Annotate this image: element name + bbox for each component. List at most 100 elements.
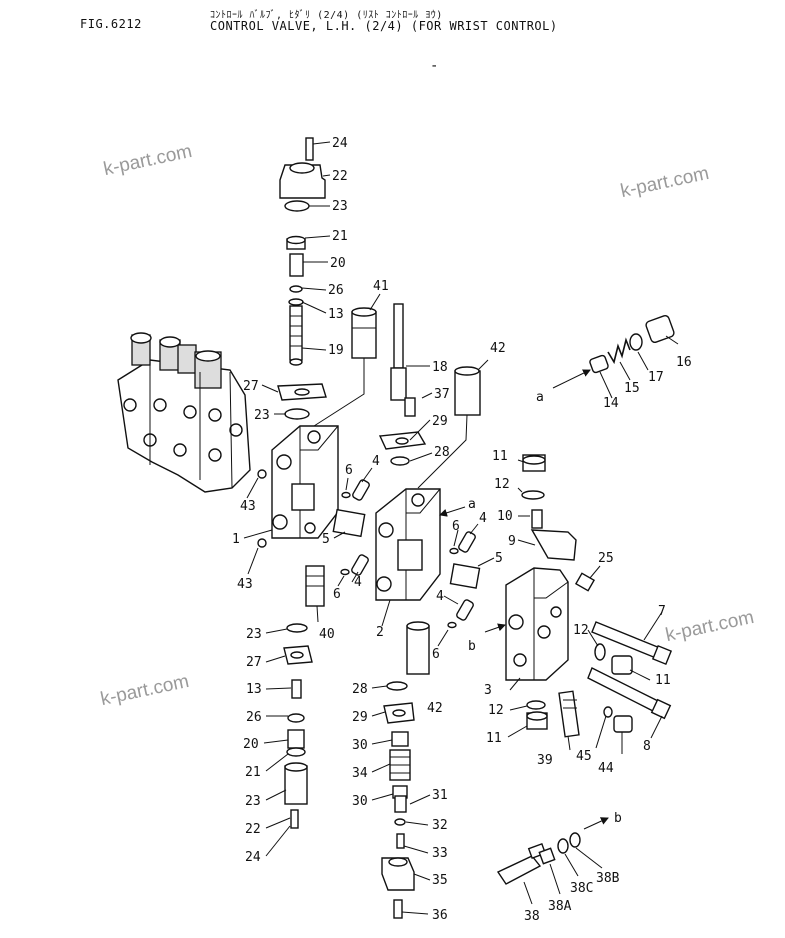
plate-27 bbox=[277, 383, 327, 420]
callout-36: 36 bbox=[432, 908, 448, 923]
callout-23: 23 bbox=[332, 199, 348, 214]
callout-34: 34 bbox=[352, 766, 368, 781]
callout-43: 43 bbox=[240, 499, 256, 514]
ref-a: a bbox=[536, 390, 544, 405]
plug-42-lower bbox=[406, 621, 430, 675]
callout-21: 21 bbox=[332, 229, 348, 244]
lower-left-stack bbox=[283, 623, 313, 829]
callout-4: 4 bbox=[372, 454, 380, 469]
seal-set bbox=[257, 469, 481, 629]
valve-section-1 bbox=[271, 425, 339, 539]
callout-1: 1 bbox=[232, 532, 240, 547]
callout-38C: 38C bbox=[570, 881, 593, 896]
callout-37: 37 bbox=[434, 387, 450, 402]
callout-23: 23 bbox=[245, 794, 261, 809]
callout-45: 45 bbox=[576, 749, 592, 764]
callout-38: 38 bbox=[524, 909, 540, 924]
callout-30: 30 bbox=[352, 738, 368, 753]
callout-14: 14 bbox=[603, 396, 619, 411]
callout-27: 27 bbox=[243, 379, 259, 394]
callout-30: 30 bbox=[352, 794, 368, 809]
spool-18 bbox=[390, 303, 416, 417]
callout-41: 41 bbox=[373, 279, 389, 294]
callout-19: 19 bbox=[328, 343, 344, 358]
callout-26: 26 bbox=[246, 710, 262, 725]
valve-section-2 bbox=[375, 488, 441, 601]
callout-8: 8 bbox=[643, 739, 651, 754]
lower-middle-stack bbox=[381, 681, 415, 919]
callout-6: 6 bbox=[333, 587, 341, 602]
callout-4: 4 bbox=[354, 575, 362, 590]
leader-lines bbox=[243, 141, 679, 915]
callout-26: 26 bbox=[328, 283, 344, 298]
callout-7: 7 bbox=[658, 604, 666, 619]
upper-spool-stack bbox=[279, 137, 326, 366]
callout-6: 6 bbox=[452, 519, 460, 534]
callout-12: 12 bbox=[488, 703, 504, 718]
reference-arrows bbox=[439, 369, 609, 830]
callout-24: 24 bbox=[245, 850, 261, 865]
callout-5: 5 bbox=[322, 532, 330, 547]
callout-18: 18 bbox=[432, 360, 448, 375]
callout-31: 31 bbox=[432, 788, 448, 803]
callout-10: 10 bbox=[497, 509, 513, 524]
callout-23: 23 bbox=[246, 627, 262, 642]
callout-24: 24 bbox=[332, 136, 348, 151]
callout-29: 29 bbox=[432, 414, 448, 429]
callout-21: 21 bbox=[245, 765, 261, 780]
right-manifold bbox=[505, 454, 596, 681]
check-valve-39 bbox=[558, 690, 633, 738]
callout-39: 39 bbox=[537, 753, 553, 768]
callout-9: 9 bbox=[508, 534, 516, 549]
ref-b: b bbox=[614, 811, 622, 826]
plate-29-mid bbox=[378, 431, 427, 466]
callout-42: 42 bbox=[427, 701, 443, 716]
callout-33: 33 bbox=[432, 846, 448, 861]
callout-2: 2 bbox=[376, 625, 384, 640]
callout-40: 40 bbox=[319, 627, 335, 642]
callout-22: 22 bbox=[245, 822, 261, 837]
plug-42-upper bbox=[454, 366, 481, 416]
ref-a: a bbox=[468, 497, 476, 512]
callout-20: 20 bbox=[330, 256, 346, 271]
callout-13: 13 bbox=[246, 682, 262, 697]
callout-43: 43 bbox=[237, 577, 253, 592]
fitting-38-group bbox=[496, 832, 581, 885]
callout-25: 25 bbox=[598, 551, 614, 566]
title-english: CONTROL VALVE, L.H. (2/4) (FOR WRIST CON… bbox=[210, 19, 558, 33]
ref-b: b bbox=[468, 639, 476, 654]
callout-5: 5 bbox=[495, 551, 503, 566]
callout-27: 27 bbox=[246, 655, 262, 670]
callout-3: 3 bbox=[484, 683, 492, 698]
callout-11: 11 bbox=[492, 449, 508, 464]
callout-32: 32 bbox=[432, 818, 448, 833]
callout-29: 29 bbox=[352, 710, 368, 725]
callout-22: 22 bbox=[332, 169, 348, 184]
callout-labels: 24 22 23 21 20 26 13 19 41 18 42 37 27 2… bbox=[232, 136, 692, 924]
callout-28: 28 bbox=[352, 682, 368, 697]
figure-number: FIG.6212 bbox=[80, 17, 142, 31]
callout-12: 12 bbox=[573, 623, 589, 638]
callout-38A: 38A bbox=[548, 899, 572, 914]
callout-11: 11 bbox=[486, 731, 502, 746]
callout-11: 11 bbox=[655, 673, 671, 688]
plug-41 bbox=[351, 307, 377, 359]
callout-16: 16 bbox=[676, 355, 692, 370]
callout-6: 6 bbox=[432, 647, 440, 662]
callout-4: 4 bbox=[436, 589, 444, 604]
callout-20: 20 bbox=[243, 737, 259, 752]
callout-23: 23 bbox=[254, 408, 270, 423]
dash-mark: - bbox=[430, 58, 439, 74]
title-japanese: ｺﾝﾄﾛｰﾙ ﾊﾞﾙﾌﾞ, ﾋﾀﾞﾘ (2/4) (ﾘｽﾄ ｺﾝﾄﾛｰﾙ ﾖｳ) bbox=[210, 10, 443, 21]
callout-6: 6 bbox=[345, 463, 353, 478]
assembled-valve-illustration bbox=[117, 332, 251, 493]
callout-17: 17 bbox=[648, 370, 664, 385]
bolts-7-8 bbox=[587, 621, 673, 720]
callout-28: 28 bbox=[434, 445, 450, 460]
callout-44: 44 bbox=[598, 761, 614, 776]
callout-35: 35 bbox=[432, 873, 448, 888]
fittings-11-12 bbox=[526, 643, 633, 730]
relief-parts-14-17 bbox=[589, 314, 675, 374]
callout-13: 13 bbox=[328, 307, 344, 322]
